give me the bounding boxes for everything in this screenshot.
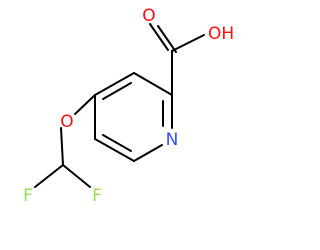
atom-ring-nitrogen: N [166, 130, 179, 150]
atom-labels: O OH O N F F [23, 6, 234, 206]
bonds [34, 23, 205, 188]
atom-hydroxyl: OH [208, 24, 234, 44]
bond-cf2-to-f-right [62, 164, 91, 188]
bond-carboxyl-to-hydroxyl [171, 34, 205, 52]
atom-carbonyl-oxygen: O [142, 6, 155, 26]
bond-ring-c6-c7 [94, 138, 135, 162]
bond-ring-c4-c5 [94, 72, 135, 96]
bond-ring-c7-n [133, 144, 163, 162]
bond-ring-c4-c5-inner [102, 82, 132, 100]
bond-ring-c6-c7-inner [102, 134, 132, 152]
atom-fluorine-right: F [92, 186, 102, 206]
bond-carbonyl-2 [149, 23, 169, 51]
molecule-structure: O OH O N F F [23, 6, 234, 206]
atom-ether-oxygen: O [60, 112, 73, 132]
atom-fluorine-left: F [23, 186, 33, 206]
bond-ether-to-cf2 [60, 127, 64, 166]
bond-cf2-to-f-left [34, 164, 64, 188]
bond-ring-c3-c4 [133, 72, 173, 96]
bond-carbonyl-1 [157, 25, 177, 53]
bond-ring-to-ether [74, 94, 96, 115]
